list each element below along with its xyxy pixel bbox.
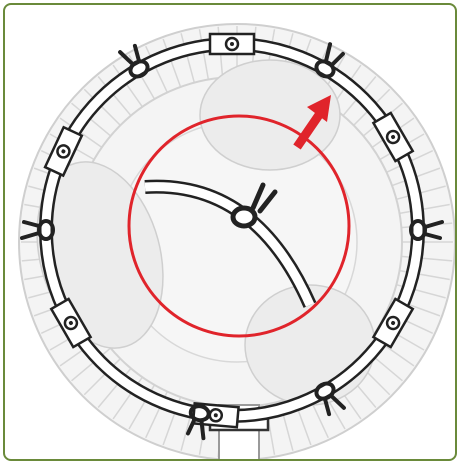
fan-ring-diagram: [5, 5, 457, 461]
hinge-icon: [210, 34, 254, 54]
illustration-frame: [3, 3, 457, 461]
detail-clip-loop: [233, 208, 255, 226]
